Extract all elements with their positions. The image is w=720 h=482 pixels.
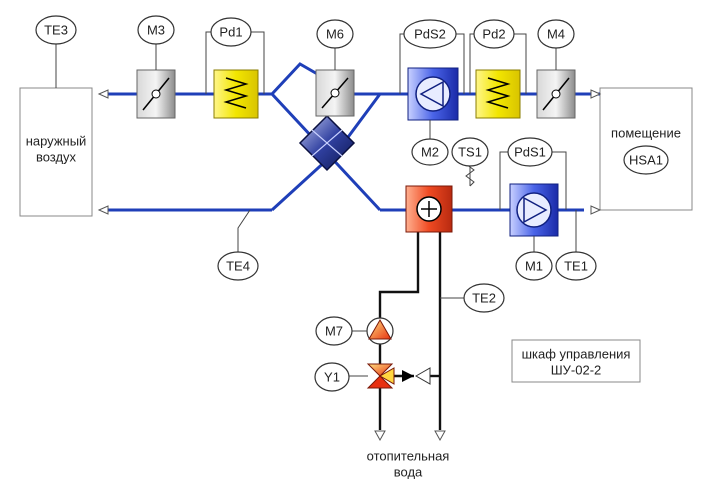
heating-pipes [374, 232, 446, 442]
sensor-ts1: TS1 [451, 137, 489, 167]
control-cabinet-line-2: ШУ-02-2 [551, 363, 602, 378]
pump-m7 [366, 317, 394, 345]
arrow-outdoor-in [97, 89, 109, 99]
duct-arrows [97, 89, 602, 215]
svg-text:M2: M2 [421, 145, 439, 160]
outdoor-air-box: наружный воздух [19, 87, 93, 217]
sensor-m7: M7 [315, 316, 353, 346]
svg-text:M1: M1 [525, 259, 543, 274]
check-valve [402, 367, 431, 385]
arrow-outdoor-out [97, 205, 109, 215]
damper-m6 [315, 69, 355, 117]
recuperator [298, 114, 356, 172]
sensor-hsa1: HSA1 [623, 145, 669, 175]
damper-m3 [136, 69, 176, 119]
sensor-m1: M1 [515, 251, 553, 281]
water-heater [405, 185, 453, 233]
sensor-pd1: Pd1 [210, 17, 252, 47]
outdoor-air-label-1: наружный [26, 134, 87, 149]
arrow-water-out [434, 430, 446, 442]
sensor-m4: M4 [537, 19, 575, 49]
svg-text:Y1: Y1 [324, 370, 340, 385]
damper-m4 [536, 69, 576, 119]
svg-text:TE2: TE2 [472, 291, 496, 306]
filter-pd2 [475, 69, 521, 119]
svg-text:M3: M3 [147, 23, 165, 38]
svg-text:PdS1: PdS1 [514, 145, 546, 160]
sensor-leaders [55, 31, 577, 377]
sensor-y1: Y1 [314, 362, 350, 392]
heating-water-label-2: вода [394, 465, 423, 480]
fan-exhaust [407, 67, 459, 121]
svg-text:M7: M7 [325, 324, 343, 339]
sensor-m2: M2 [411, 138, 449, 166]
pipe-heater-return [378, 232, 420, 318]
svg-text:HSA1: HSA1 [629, 153, 663, 168]
svg-text:M6: M6 [326, 27, 344, 42]
svg-text:Pd2: Pd2 [482, 27, 505, 42]
arrow-room-in [590, 89, 602, 99]
control-cabinet: шкаф управления ШУ-02-2 [511, 339, 641, 383]
svg-text:M4: M4 [547, 27, 565, 42]
svg-text:TE3: TE3 [44, 23, 68, 38]
heating-water-label-1: отопительная [367, 449, 450, 464]
arrow-water-in [374, 430, 386, 442]
sensor-te4: TE4 [217, 251, 259, 281]
fan-supply [509, 183, 559, 237]
sensor-pd2: Pd2 [473, 19, 515, 49]
sensor-m3: M3 [137, 15, 175, 45]
filter-pd1 [213, 69, 259, 119]
sensor-te1: TE1 [555, 251, 597, 281]
svg-text:TS1: TS1 [458, 145, 482, 160]
exhaust-to-recuperator [270, 92, 408, 212]
svg-text:TE4: TE4 [226, 259, 250, 274]
sensor-m6: M6 [316, 19, 354, 49]
svg-text:TE1: TE1 [564, 259, 588, 274]
arrow-room-out [590, 205, 602, 215]
sensor-te3: TE3 [35, 15, 77, 45]
sensor-pds1: PdS1 [507, 137, 553, 167]
three-way-valve-y1 [366, 363, 395, 389]
outdoor-air-label-2: воздух [36, 150, 77, 165]
svg-text:Pd1: Pd1 [219, 25, 242, 40]
sensor-pds2: PdS2 [403, 19, 457, 49]
svg-text:PdS2: PdS2 [414, 27, 446, 42]
sensor-te2: TE2 [463, 283, 505, 313]
room-label: помещение [611, 126, 681, 141]
control-cabinet-line-1: шкаф управления [522, 347, 631, 362]
